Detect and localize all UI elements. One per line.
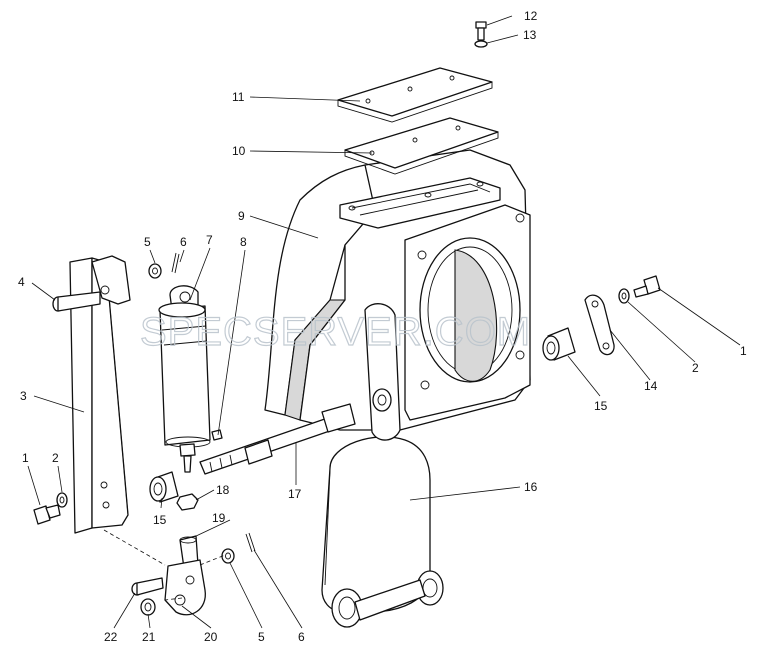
part-5-washer-bottom [221,548,235,564]
part-20-lever [164,559,206,616]
part-16-arm [321,436,444,628]
callout-17: 17 [288,487,302,501]
part-1-bolt-right [633,275,661,298]
part-22-bolt [131,577,164,596]
callout-21: 21 [142,630,156,644]
part-6-cotter-pin-bottom [245,532,256,553]
callout-7: 7 [206,233,213,247]
part-2-washer-right [618,288,630,304]
part-18-nut [176,493,199,511]
callout-5-bottom: 5 [258,630,265,644]
part-17-shaft [199,403,356,475]
part-12-bolt [475,21,487,41]
leader-lines [27,15,741,629]
callout-16: 16 [524,480,538,494]
part-3-bracket [69,255,131,534]
callout-1-left: 1 [22,451,29,465]
part-14-flange-plate [584,294,615,356]
watermark: SPECSERVER.COM [140,310,531,354]
callout-2-left: 2 [52,451,59,465]
callout-10: 10 [232,144,246,158]
part-10-plate [344,117,499,175]
callout-14: 14 [644,379,658,393]
part-8-key [211,429,223,441]
part-7-cylinder [158,285,211,473]
part-15-bushing-right [542,327,576,361]
callout-11: 11 [232,90,245,104]
callout-3: 3 [20,389,27,403]
alignment-lines [103,529,226,601]
callout-15-right: 15 [594,399,608,413]
callout-labels: 12 13 11 10 9 8 7 6 5 4 3 1 2 15 18 17 1… [18,9,747,644]
part-6-cotter-pin-top [171,252,180,274]
callout-18: 18 [216,483,230,497]
callout-5-top: 5 [144,235,151,249]
callout-9: 9 [238,209,245,223]
callout-6-bottom: 6 [298,630,305,644]
callout-6-top: 6 [180,235,187,249]
callout-20: 20 [204,630,218,644]
part-9-housing [264,149,531,441]
callout-15-left: 15 [153,513,167,527]
part-2-washer-left [56,492,68,508]
part-15-bushing-left [149,471,179,503]
part-1-bolt-left [33,504,61,525]
part-13-washer [474,40,488,48]
callout-2-right: 2 [692,361,699,375]
callout-12: 12 [524,9,538,23]
callout-8: 8 [240,235,247,249]
part-4-pin [52,291,101,312]
callout-22: 22 [104,630,118,644]
callout-1-right: 1 [740,344,747,358]
callout-4: 4 [18,275,25,289]
callout-13: 13 [523,28,537,42]
part-11-plate [337,67,493,123]
part-21-bushing [140,598,156,616]
callout-19: 19 [212,511,226,525]
part-5-washer-top [148,263,162,279]
